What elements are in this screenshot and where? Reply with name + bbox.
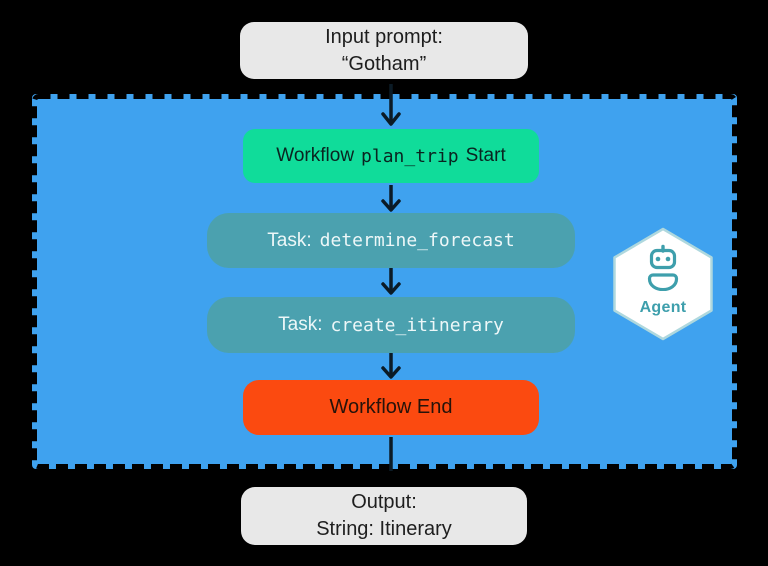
start-node-prefix: Workflow [276,145,355,166]
dashed-border [32,94,737,469]
hexagon-shape [613,227,713,341]
agent-badge-label: Agent [639,299,687,316]
task-node-determine-forecast: Task: determine_forecast [207,213,575,268]
workflow-end-node: Workflow End [243,380,539,435]
task-label: Task: [278,314,323,335]
flow-arrow-start-to-task1 [378,185,404,213]
output-line1: Output: [351,491,417,513]
flow-arrow-end-to-output [378,437,404,471]
flow-arrow-input-to-start [378,84,404,128]
start-node-code: plan_trip [361,145,459,167]
output-line2: String: Itinerary [316,518,452,540]
input-prompt-line1: Input prompt: [325,25,443,48]
flow-arrow-task1-to-task2 [378,268,404,296]
start-node-suffix: Start [465,145,506,166]
task-code: create_itinerary [330,314,504,336]
task-code: determine_forecast [319,230,515,251]
task-label: Task: [267,229,312,251]
end-node-label: Workflow End [329,396,453,418]
output-node: Output: String: Itinerary [241,487,527,545]
task-node-create-itinerary: Task: create_itinerary [207,297,575,353]
robot-icon [647,244,679,291]
agent-badge: Agent [611,226,715,342]
input-prompt-line2: “Gotham” [341,52,427,75]
workflow-start-node: Workflow plan_trip Start [243,129,539,183]
input-prompt-node: Input prompt: “Gotham” [240,22,528,79]
flow-arrow-task2-to-end [378,352,404,380]
